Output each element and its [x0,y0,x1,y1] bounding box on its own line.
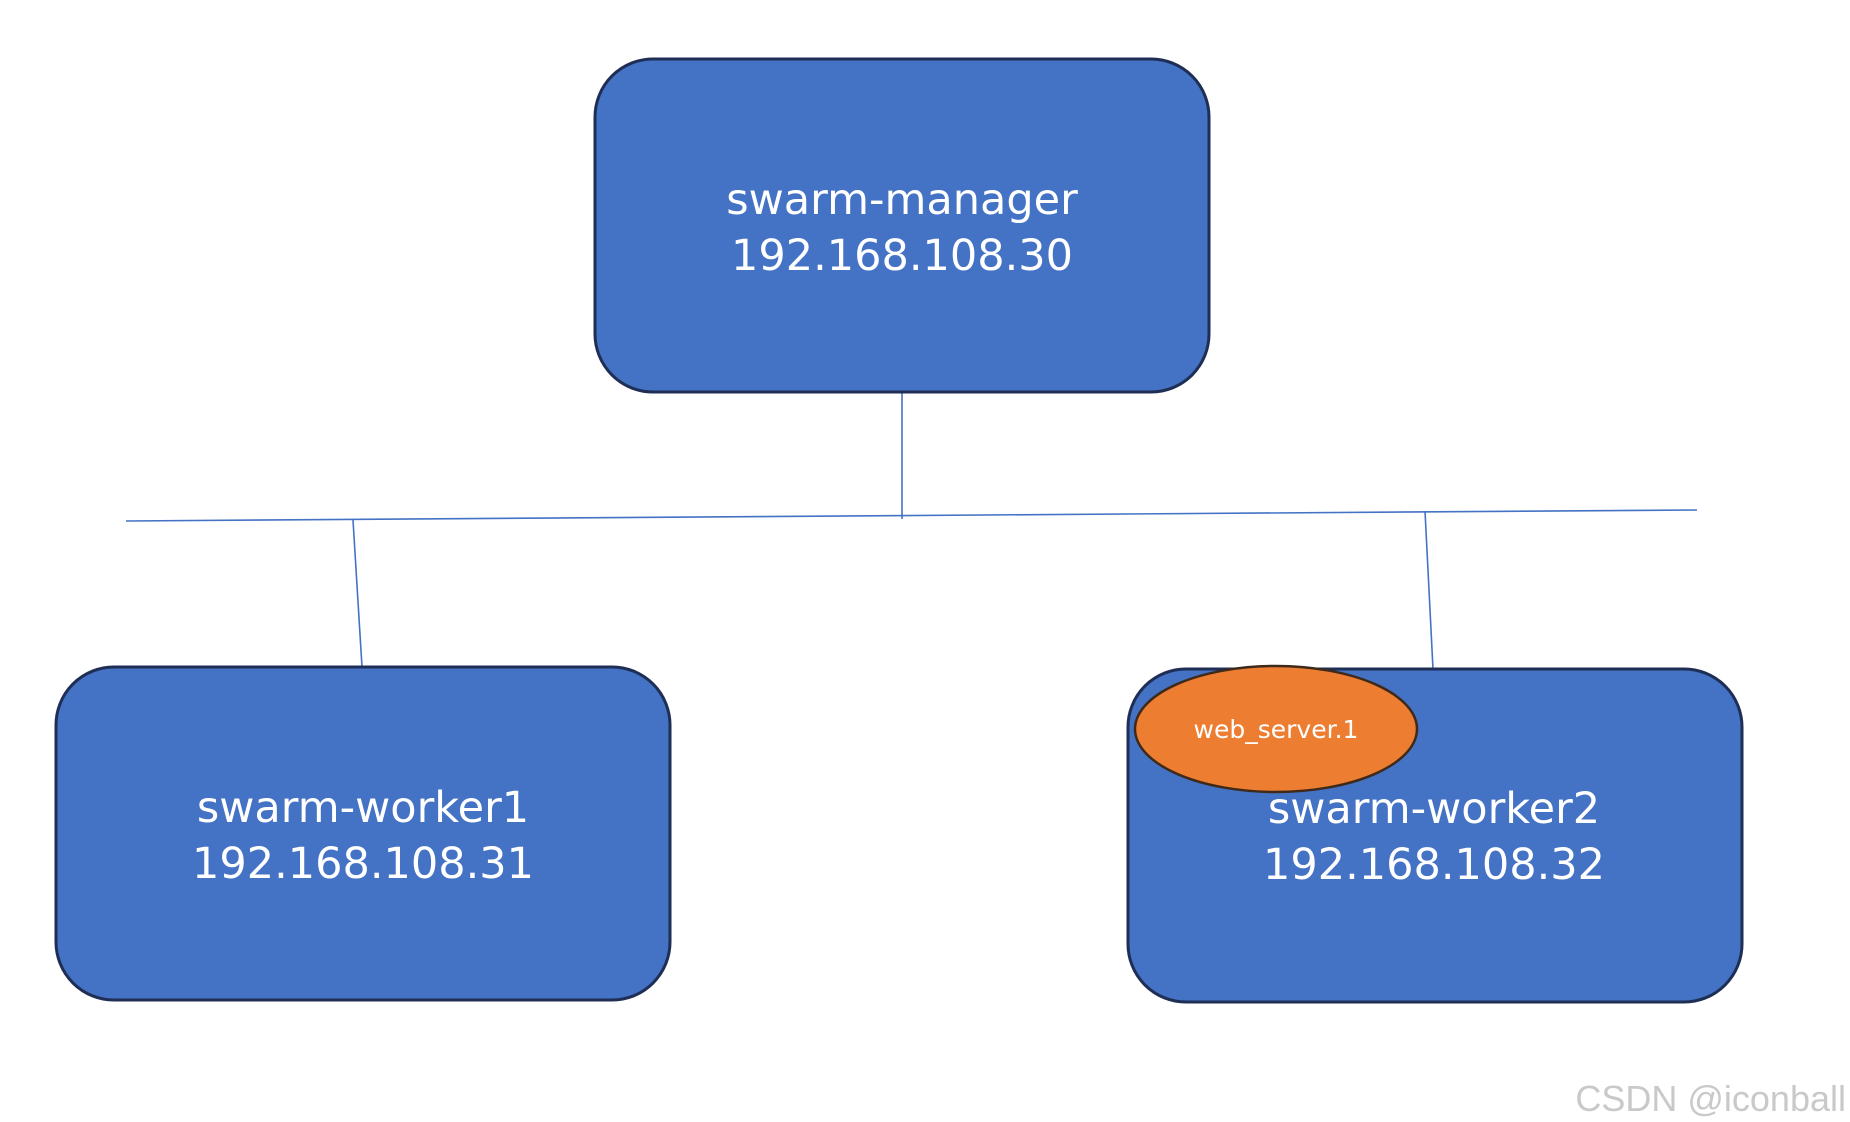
node-box [593,57,1211,394]
task-web-server-1: web_server.1 [1133,664,1419,794]
node-ip: 192.168.108.32 [1263,840,1605,890]
watermark: CSDN @iconball [1575,1078,1846,1119]
node-name: swarm-worker1 [197,783,529,833]
node-ip: 192.168.108.30 [731,231,1073,281]
worker1-drop-line [352,519,363,668]
task-ellipse [1133,664,1419,794]
network-links [125,393,1698,670]
node-swarm-manager: swarm-manager 192.168.108.30 [593,57,1211,394]
network-bus-line [125,509,1698,522]
node-box [54,665,672,1002]
node-name: swarm-worker2 [1268,784,1600,834]
worker2-drop-line [1424,510,1434,670]
node-ip: 192.168.108.31 [192,839,534,889]
task-label: web_server.1 [1194,715,1359,744]
node-name: swarm-manager [726,175,1078,225]
node-swarm-worker1: swarm-worker1 192.168.108.31 [54,665,672,1002]
